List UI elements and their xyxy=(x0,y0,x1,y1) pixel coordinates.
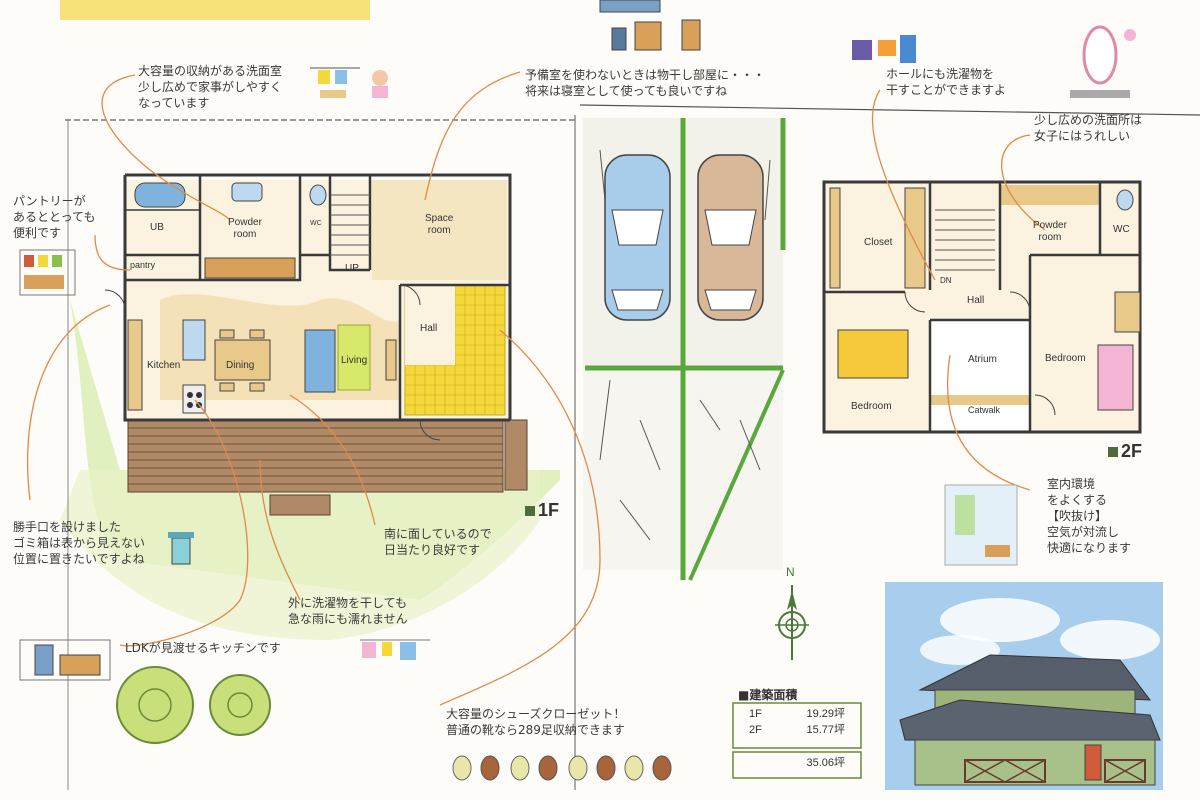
mirror-icon xyxy=(1070,25,1136,98)
note-spare-room: 予備室を使わないときは物干し部屋に・・・ 将来は寝室として使っても良いですね xyxy=(525,68,766,98)
plan-2f xyxy=(822,180,1142,434)
bed-left xyxy=(837,329,909,379)
sofa xyxy=(304,329,336,393)
clothes-icon xyxy=(852,35,916,63)
area-row-value: 19.29坪 xyxy=(806,708,845,720)
area-row-label: 1F xyxy=(749,708,762,720)
area-table: 1F 19.29坪 2F 15.77坪 35.06坪 xyxy=(735,706,859,771)
room-label-hall-2f: Hall xyxy=(967,295,985,306)
rug xyxy=(337,324,371,391)
kitchen-island xyxy=(182,319,206,361)
room-label-powder-1f: Powder room xyxy=(228,217,262,240)
area-row-1f: 1F 19.29坪 xyxy=(735,706,859,722)
furniture-illustration-icon xyxy=(599,0,701,51)
room-label-wc-2f: WC xyxy=(1113,224,1130,235)
floor-label-2f: 2F xyxy=(1108,441,1142,462)
area-title: ■建築面積 xyxy=(738,688,798,702)
shoes-icon xyxy=(452,755,672,781)
kitchen-icon xyxy=(19,639,111,681)
note-washroom-2f: 少し広めの洗面所は 女子にはうれしい xyxy=(1034,113,1143,143)
area-total-value: 35.06坪 xyxy=(806,757,845,769)
trash-bin-icon xyxy=(168,532,194,565)
note-atrium: 室内環境 をよくする 【吹抜け】 空気が対流し 快適になります xyxy=(1047,477,1132,555)
compass-icon xyxy=(775,585,809,660)
plan-1f xyxy=(104,173,528,516)
note-shoe-closet: 大容量のシューズクローゼット！ 普通の靴なら289足収納できます xyxy=(446,707,626,737)
room-label-kitchen: Kitchen xyxy=(147,360,181,371)
tree-icon-2 xyxy=(209,674,271,736)
room-label-dn: DN xyxy=(940,276,952,285)
room-label-catwalk: Catwalk xyxy=(968,405,1001,415)
pantry-icon xyxy=(19,249,76,296)
area-row-label: 2F xyxy=(749,724,762,736)
room-label-atrium: Atrium xyxy=(968,354,997,365)
room-label-wc-1f: WC xyxy=(310,220,322,227)
header-banner xyxy=(60,0,370,20)
dining-table xyxy=(214,339,271,381)
room-label-space: Space room xyxy=(425,213,454,236)
note-back-door: 勝手口を設けました ゴミ箱は表から見えない 位置に置きたいですよね xyxy=(13,520,146,566)
note-laundry: 外に洗濯物を干しても 急な雨にも濡れません xyxy=(288,596,408,626)
note-south: 南に面しているので 日当たり良好です xyxy=(384,527,492,557)
room-label-hall-1f: Hall xyxy=(420,323,438,334)
compass-north-label: N xyxy=(786,565,795,579)
lawn-area-lower xyxy=(60,470,540,640)
bathtub xyxy=(134,182,186,208)
room-label-bedroom-left: Bedroom xyxy=(851,401,892,412)
floor-label-1f: 1F xyxy=(525,500,559,521)
room-label-closet: Closet xyxy=(864,237,893,248)
atrium-illustration-icon xyxy=(944,484,1018,566)
area-total: 35.06坪 xyxy=(735,755,859,771)
room-label-living: Living xyxy=(341,355,368,366)
room-label-bedroom-right: Bedroom xyxy=(1045,353,1086,364)
note-washroom: 大容量の収納がある洗面室 少し広めで家事がしやすく なっています xyxy=(138,64,283,110)
wood-deck xyxy=(127,419,504,493)
house-illustration xyxy=(885,582,1163,790)
room-label-pantry: pantry xyxy=(130,260,156,270)
area-row-2f: 2F 15.77坪 xyxy=(735,722,859,738)
room-label-up: UP xyxy=(345,263,359,274)
room-label-ub: UB xyxy=(150,222,164,233)
laundry-icon xyxy=(310,67,388,98)
area-row-value: 15.77坪 xyxy=(806,724,845,736)
note-pantry: パントリーが あるととっても 便利です xyxy=(13,194,96,240)
car-left-icon xyxy=(604,154,671,321)
note-hall-2f: ホールにも洗濯物を 干すことができますよ xyxy=(886,67,1007,97)
car-right-icon xyxy=(697,154,764,321)
tree-icon xyxy=(116,666,194,744)
note-kitchen: LDKが見渡せるキッチンです xyxy=(125,641,281,655)
laundry-line-icon xyxy=(360,639,430,660)
room-label-powder-2f: Powder room xyxy=(1033,220,1067,243)
room-label-dining: Dining xyxy=(226,360,255,371)
